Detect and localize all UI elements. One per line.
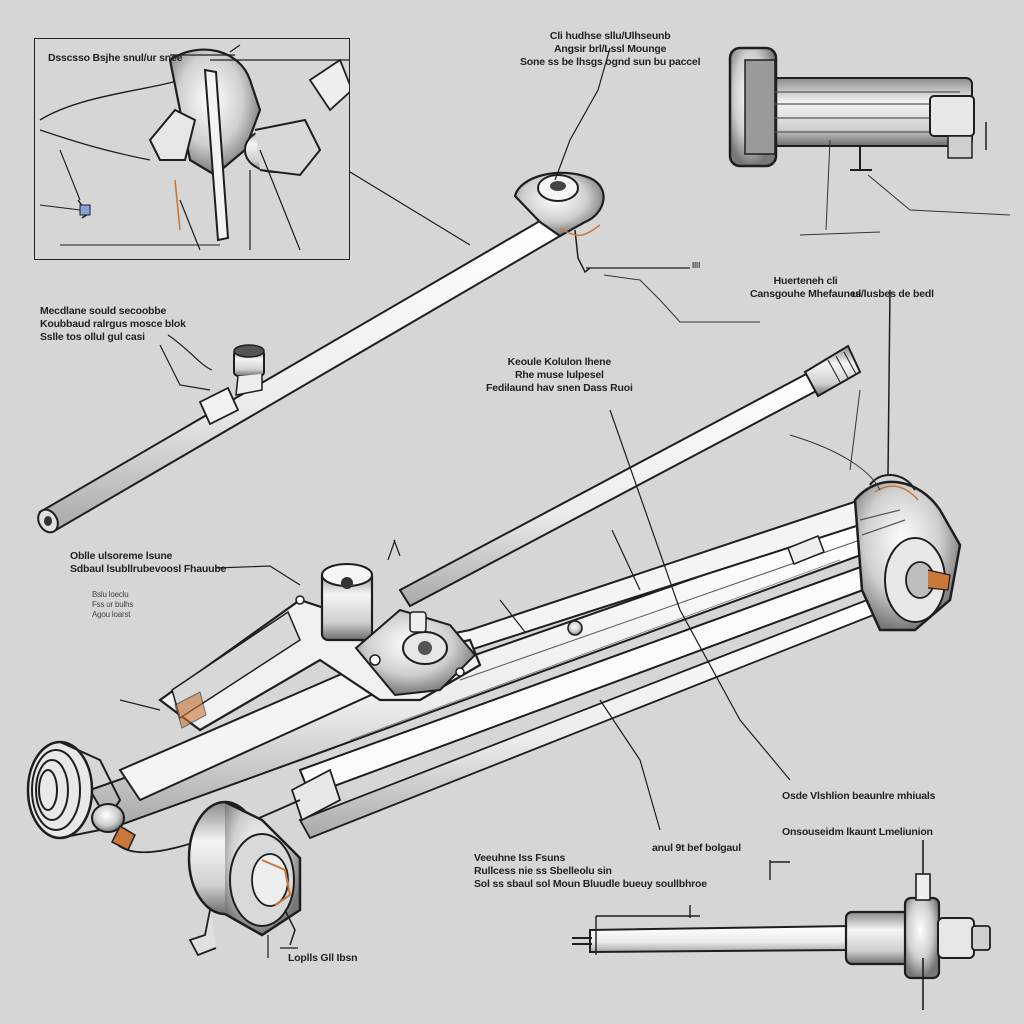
label-left-lower-small: Bslu loeclu Fss ur bulhs Agou loarst <box>92 590 134 619</box>
inset-frame <box>34 38 350 260</box>
right-hub <box>789 289 962 632</box>
label-center-mid: Keoule Kolulon lhene Rhe muse lulpesel F… <box>486 356 633 394</box>
center-bracket <box>158 563 482 732</box>
bottom-right-shaft <box>572 840 991 1010</box>
top-right-cylinder <box>728 46 1011 236</box>
leader-lines <box>119 47 791 831</box>
label-bottom-mid: Veeuhne Iss Fsuns Rullcess nie ss Sbelle… <box>474 852 707 890</box>
label-right-mid: Huerteneh cli Cansgouhe Mhefaunes <box>750 275 862 300</box>
label-bottom-left: Loplls Gll Ibsn <box>288 952 358 964</box>
inset-caption: Dsscsso Bsjhe snul/ur snee <box>48 52 183 64</box>
label-bottom-mid-right: anul 9t bef bolgaul <box>652 842 741 854</box>
upper-rod <box>37 171 760 534</box>
label-top-center: Cli hudhse sllu/Ulhseunb Angsir brl/Lssl… <box>520 30 701 68</box>
twin-rails <box>88 498 892 840</box>
bottom-left-motor <box>187 800 302 958</box>
label-left-mid: Mecdlane sould secoobbe Koubbaud ralrgus… <box>40 305 186 343</box>
label-left-lower: Oblle ulsoreme lsune Sdbaul lsubllrubevo… <box>70 550 227 575</box>
label-right-mid-suffix: ul/lusbes de bedl <box>852 288 934 300</box>
right-rod <box>398 344 862 608</box>
label-right-lower-2: Onsouseidm lkaunt Lmeliunion <box>782 826 933 838</box>
label-small-mark: Illl <box>692 261 701 270</box>
left-pulley <box>26 740 301 854</box>
inset-drawing <box>39 44 350 251</box>
label-right-lower-1: Osde Vlshlion beaunlre mhiuals <box>782 790 936 802</box>
